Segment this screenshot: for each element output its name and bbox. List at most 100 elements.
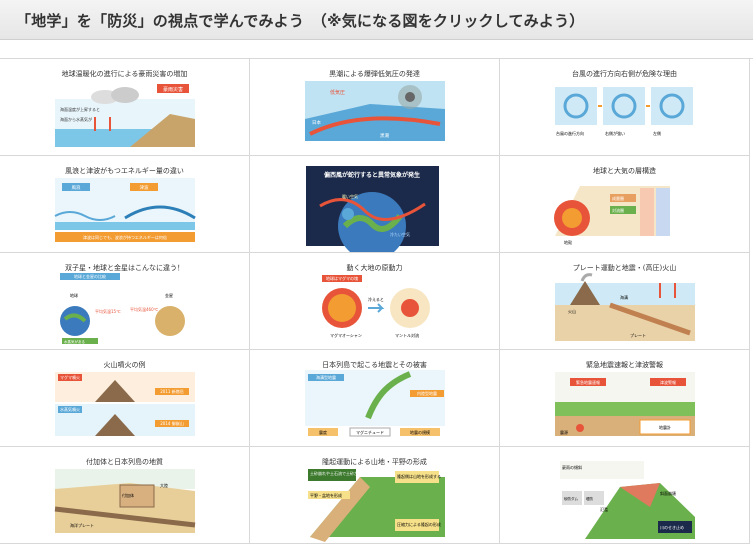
svg-text:黒潮: 黒潮 [380, 132, 389, 139]
wave-icon [54, 205, 196, 221]
svg-text:海溝: 海溝 [620, 294, 628, 300]
svg-text:水蒸気がある: 水蒸気がある [64, 339, 85, 344]
svg-text:冷えると: 冷えると [368, 296, 384, 302]
card-title: 緊急地震速報と津波警報 [586, 361, 663, 369]
globe-icon [338, 192, 406, 252]
svg-text:地球: 地球 [70, 292, 78, 298]
svg-text:台風の進行方向: 台風の進行方向 [556, 130, 584, 136]
japan-earthquakes-illustration: 海溝型地震 内陸型地震 震度 マグニチュード 地震の規模 [305, 370, 445, 437]
card-plate-tectonics[interactable]: プレート運動と地震・(高圧)火山 海溝 火山 プレート [500, 253, 750, 350]
plate-tectonics-illustration: 海溝 火山 プレート [555, 273, 695, 341]
card-title: 地球温暖化の進行による豪雨災害の増加 [61, 70, 188, 78]
card-landslide-dam[interactable]: 豪雨の傾斜 砂防ダム 堤防 斜面崩壊 氾濫 川のせき止め [500, 447, 750, 544]
card-title: 日本列島で起こる地震とその被害 [322, 361, 427, 369]
accretionary-prism-illustration: 付加体 海洋プレート 大陸 [54, 469, 196, 533]
svg-text:堤防: 堤防 [586, 496, 594, 501]
typhoon-icon [563, 93, 685, 119]
figure-grid: 地球温暖化の進行による豪雨災害の増加 豪雨災害 海面温度が上昇すると 海面から水… [0, 58, 753, 544]
svg-text:冷たい空気: 冷たい空気 [390, 231, 410, 237]
landslide-dam-illustration: 豪雨の傾斜 砂防ダム 堤防 斜面崩壊 氾濫 川のせき止め [560, 461, 695, 539]
volcano-icon [95, 380, 135, 436]
svg-text:豪雨の傾斜: 豪雨の傾斜 [562, 464, 582, 470]
card-uplift-landforms[interactable]: 隆起運動による山地・平野の形成 土砂崩れや土石流で土砂が下方に流出 隆起側は山地… [250, 447, 500, 544]
card-title: 動く大地の原動力 [346, 264, 403, 272]
uplift-illustration: 土砂崩れや土石流で土砂が下方に流出 隆起側は山地を形成する 平野・盆地を形成 圧… [308, 469, 445, 542]
card-japan-earthquakes[interactable]: 日本列島で起こる地震とその被害 海溝型地震 内陸型地震 震度 マグニチュード 地… [250, 350, 500, 447]
moving-earth-illustration: 地球はマグマの塊 冷えると マグマオーシャン マントル対流 [322, 275, 430, 338]
svg-text:大陸: 大陸 [160, 482, 168, 488]
svg-text:プレート: プレート [630, 332, 646, 338]
svg-text:マグニチュード: マグニチュード [356, 429, 384, 435]
volcano-icon [570, 273, 600, 305]
svg-text:砂防ダム: 砂防ダム [564, 496, 578, 501]
card-volcanic-eruption[interactable]: 火山噴火の例 マグマ噴火 水蒸気噴火 2011 新燃岳 2014 御嶽山 [0, 350, 250, 447]
card-title: 地球と大気の層構造 [593, 167, 656, 175]
svg-text:隆起側は山地を形成する: 隆起側は山地を形成する [397, 473, 441, 479]
card-eew-tsunami-warning[interactable]: 緊急地震速報と津波警報 緊急地震速報 津波警報 震源 地震計 [500, 350, 750, 447]
global-warming-illustration: 豪雨災害 海面温度が上昇すると 海面から水蒸気が [55, 84, 195, 147]
svg-text:左側: 左側 [653, 130, 661, 136]
bomb-cyclone-illustration: 低気圧 日本 黒潮 [305, 81, 445, 141]
card-title: 台風の進行方向右側が危険な理由 [572, 70, 677, 78]
card-bomb-cyclone[interactable]: 黒潮による爆弾低気圧の発達 低気圧 日本 黒潮 [250, 59, 500, 156]
svg-text:氾濫: 氾濫 [600, 506, 608, 512]
wave-illustration: 風浪 津波 津波は同じでも、波浪が持つエネルギーは何倍 [54, 178, 196, 242]
card-earth-layers[interactable]: 地球と大気の層構造 成層圏 対流圏 地殻 [500, 156, 750, 253]
card-title: 隆起運動による山地・平野の形成 [322, 458, 427, 466]
svg-text:土砂崩れや土石流で土砂が下方に流出: 土砂崩れや土石流で土砂が下方に流出 [310, 470, 378, 476]
svg-text:平均気温460℃: 平均気温460℃ [130, 306, 159, 312]
svg-text:2011 新燃岳: 2011 新燃岳 [160, 388, 183, 394]
typhoon-illustration: 台風の進行方向 右側が強い 左側 [555, 87, 693, 136]
jet-stream-illustration: 偏西風が蛇行すると異常気象が発生 暖い空気 冷たい空気 [306, 166, 439, 252]
svg-text:マグマオーシャン: マグマオーシャン [330, 332, 362, 338]
svg-text:海面温度が上昇すると: 海面温度が上昇すると [60, 106, 100, 112]
globe-icon [60, 306, 90, 336]
svg-text:平均気温15℃: 平均気温15℃ [95, 308, 121, 314]
card-title: 双子星・地球と金星はこんなに違う！ [65, 264, 184, 272]
svg-text:右側が強い: 右側が強い [605, 130, 625, 136]
svg-text:震源: 震源 [560, 429, 568, 435]
svg-text:2014 御嶽山: 2014 御嶽山 [160, 420, 183, 426]
card-wind-wave-tsunami[interactable]: 風浪と津波がもつエネルギー量の違い 風浪 津波 津波は同じでも、波浪が持つエネル… [0, 156, 250, 253]
svg-text:地震の規模: 地震の規模 [410, 429, 430, 435]
typhoon-icon [398, 85, 422, 109]
svg-text:平野・盆地を形成: 平野・盆地を形成 [310, 492, 342, 498]
card-title: 付加体と日本列島の地質 [86, 458, 163, 466]
svg-text:海洋プレート: 海洋プレート [70, 522, 94, 528]
svg-text:圧縮力による隆起の形成: 圧縮力による隆起の形成 [397, 521, 441, 527]
card-typhoon-right-side[interactable]: 台風の進行方向右側が危険な理由 台風の進行方向 右側が強い 左側 [500, 59, 750, 156]
svg-text:川のせき止め: 川のせき止め [660, 524, 684, 530]
svg-text:マントル対流: マントル対流 [395, 332, 419, 338]
svg-text:内陸型地震: 内陸型地震 [417, 390, 437, 396]
svg-text:緊急地震速報: 緊急地震速報 [576, 379, 600, 385]
card-title: 火山噴火の例 [103, 361, 146, 369]
page-header: 「地学」を「防災」の視点で学んでみよう （※気になる図をクリックしてみよう） [0, 0, 753, 40]
card-global-warming[interactable]: 地球温暖化の進行による豪雨災害の増加 豪雨災害 海面温度が上昇すると 海面から水… [0, 59, 250, 156]
svg-text:風浪: 風浪 [72, 184, 81, 191]
svg-text:斜面崩壊: 斜面崩壊 [660, 490, 676, 496]
svg-text:津波は同じでも、波浪が持つエネルギーは何倍: 津波は同じでも、波浪が持つエネルギーは何倍 [83, 234, 167, 240]
svg-text:マグマ噴火: マグマ噴火 [60, 374, 80, 380]
svg-text:地球と金星の比較: 地球と金星の比較 [74, 273, 106, 279]
earth-layers-illustration: 成層圏 対流圏 地殻 [554, 186, 670, 245]
svg-text:火山: 火山 [568, 308, 576, 314]
svg-text:偏西風が蛇行すると異常気象が発生: 偏西風が蛇行すると異常気象が発生 [324, 171, 420, 179]
card-title: プレート運動と地震・(高圧)火山 [572, 264, 677, 272]
svg-text:成層圏: 成層圏 [612, 195, 624, 201]
svg-text:海溝型地震: 海溝型地震 [316, 374, 336, 380]
svg-text:海面から水蒸気が: 海面から水蒸気が [60, 116, 92, 122]
card-earth-venus[interactable]: 双子星・地球と金星はこんなに違う！ 地球と金星の比較 地球 金星 平均気温15℃… [0, 253, 250, 350]
svg-text:津波警報: 津波警報 [660, 379, 676, 385]
card-accretionary-prism[interactable]: 付加体と日本列島の地質 付加体 海洋プレート 大陸 [0, 447, 250, 544]
svg-text:水蒸気噴火: 水蒸気噴火 [60, 406, 80, 412]
cloud-icon [91, 87, 139, 104]
card-moving-earth[interactable]: 動く大地の原動力 地球はマグマの塊 冷えると マグマオーシャン マントル対流 [250, 253, 500, 350]
svg-text:地震計: 地震計 [659, 424, 671, 430]
svg-text:低気圧: 低気圧 [330, 89, 345, 96]
svg-text:金星: 金星 [165, 292, 173, 298]
page-title: 「地学」を「防災」の視点で学んでみよう （※気になる図をクリックしてみよう） [16, 12, 585, 30]
volcanic-eruption-illustration: マグマ噴火 水蒸気噴火 2011 新燃岳 2014 御嶽山 [55, 372, 195, 436]
card-jet-stream[interactable]: 偏西風が蛇行すると異常気象が発生 暖い空気 冷たい空気 [250, 156, 500, 253]
svg-text:地殻: 地殻 [564, 239, 572, 245]
svg-text:暖い空気: 暖い空気 [342, 193, 358, 199]
